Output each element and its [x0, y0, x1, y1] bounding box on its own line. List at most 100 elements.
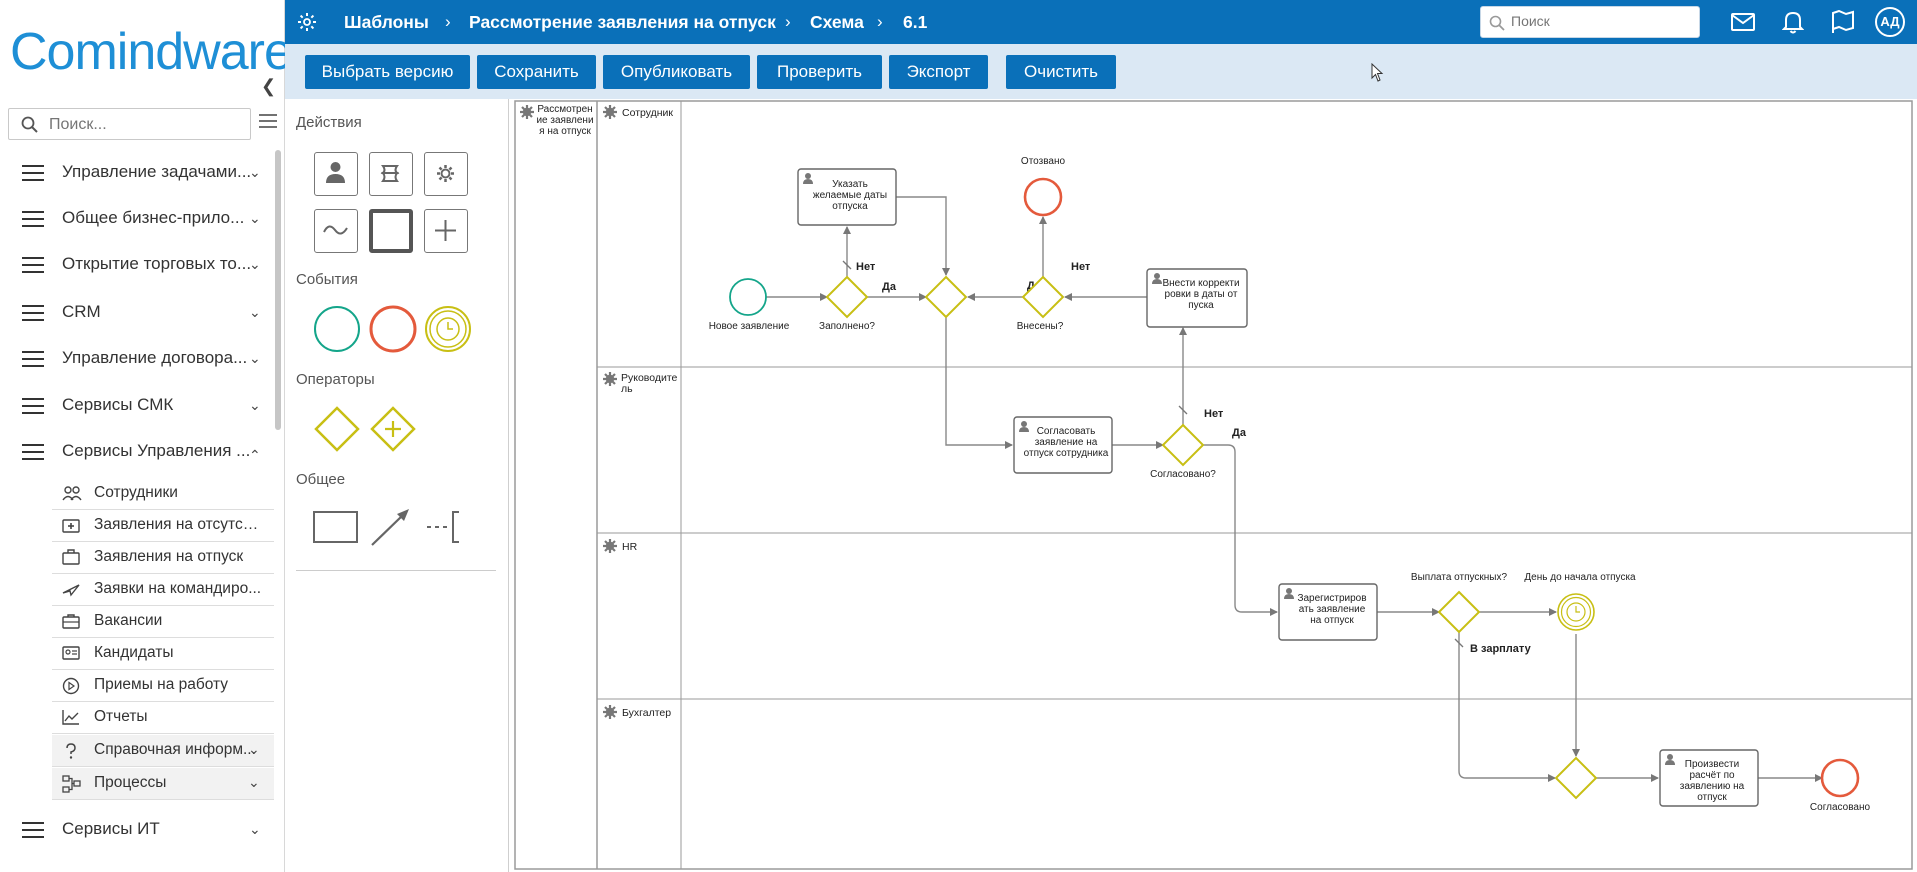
- submenu-item-absence[interactable]: Заявления на отсутств...: [52, 510, 274, 542]
- validate-button[interactable]: Проверить: [757, 55, 882, 89]
- palette-pool[interactable]: [312, 509, 360, 545]
- flow-task1-to-merge[interactable]: [896, 196, 950, 276]
- save-button[interactable]: Сохранить: [477, 55, 596, 89]
- menu-item-label: Управление задачами...: [62, 162, 252, 181]
- flow-to-salary[interactable]: [1458, 632, 1556, 782]
- chevron-down-icon: ⌄: [249, 256, 261, 272]
- palette-subprocess[interactable]: [424, 209, 468, 253]
- breadcrumb-templates[interactable]: Шаблоны: [344, 12, 429, 32]
- task-edit-dates[interactable]: Внести корректировки в даты отпуска: [1146, 268, 1248, 328]
- mail-icon[interactable]: [1731, 12, 1755, 37]
- gateway-join[interactable]: [1554, 756, 1598, 800]
- menu-icon: [22, 351, 44, 372]
- task-label: Указать желаемые даты отпуска: [812, 179, 888, 212]
- end-event-revoked[interactable]: Отозвано: [1021, 156, 1066, 217]
- palette-script-task[interactable]: [369, 152, 413, 196]
- menu-item-it-services[interactable]: Сервисы ИТ ⌄: [0, 807, 270, 853]
- gateway-entered[interactable]: Внесены?: [1017, 275, 1065, 332]
- palette-timer-event[interactable]: [422, 303, 474, 355]
- submenu-item-business-trips[interactable]: Заявки на командиро...: [52, 574, 274, 606]
- task-text-container: Внести корректировки в даты отпуска: [1162, 278, 1239, 311]
- users-icon: [62, 485, 82, 506]
- palette-connector[interactable]: [369, 505, 413, 549]
- palette-end-event[interactable]: [367, 303, 419, 355]
- task-calculate-payment[interactable]: Произвести расчёт по заявлению на отпуск: [1659, 749, 1759, 807]
- submenu-item-employees[interactable]: Сотрудники: [52, 478, 274, 510]
- clear-button[interactable]: Очистить: [1006, 55, 1116, 89]
- task-register-request[interactable]: Зарегистрировать заявление на отпуск: [1278, 583, 1378, 641]
- submenu-item-vacation[interactable]: Заявления на отпуск: [52, 542, 274, 574]
- gateway-merge[interactable]: [924, 275, 968, 319]
- flow-merge-to-approve[interactable]: [945, 317, 1013, 449]
- end-event-circle: [1820, 758, 1860, 798]
- sidebar-scrollbar[interactable]: [275, 150, 281, 430]
- lane-manager[interactable]: Руководитель: [603, 372, 679, 403]
- menu-item-crm[interactable]: CRM ⌄: [0, 290, 270, 336]
- gateway-label: Внесены?: [1017, 321, 1064, 332]
- submenu-item-label: Кандидаты: [94, 644, 174, 661]
- briefcase-icon: [62, 613, 80, 634]
- palette-service-task[interactable]: [424, 152, 468, 196]
- menu-item-contracts[interactable]: Управление договора... ⌄: [0, 336, 270, 382]
- menu-item-hr-services[interactable]: Сервисы Управления ... ⌃: [0, 429, 270, 475]
- submenu-item-processes[interactable]: Процессы ⌄: [52, 768, 274, 800]
- timer-event[interactable]: День до начала отпуска: [1524, 572, 1636, 631]
- submenu-item-label: Заявления на отпуск: [94, 548, 244, 565]
- menu-item-smk[interactable]: Сервисы СМК ⌄: [0, 383, 270, 429]
- palette-call-activity[interactable]: [369, 209, 413, 253]
- lane-hr[interactable]: HR: [603, 539, 638, 553]
- gear-icon[interactable]: [603, 705, 617, 719]
- user-icon: [1284, 588, 1294, 599]
- submenu-item-candidates[interactable]: Кандидаты: [52, 638, 274, 670]
- gear-icon[interactable]: [520, 105, 534, 119]
- global-search-input[interactable]: [1511, 13, 1691, 29]
- start-event[interactable]: Новое заявление: [709, 278, 790, 332]
- breadcrumb-process[interactable]: Рассмотрение заявления на отпуск: [469, 12, 776, 32]
- menu-item-trade-points[interactable]: Открытие торговых то... ⌄: [0, 242, 270, 288]
- gear-icon[interactable]: [603, 105, 617, 119]
- flow-approved-yes[interactable]: [1203, 444, 1278, 616]
- palette-parallel-gateway[interactable]: [367, 403, 419, 455]
- palette-annotation[interactable]: [425, 509, 469, 545]
- gear-icon[interactable]: [603, 372, 617, 386]
- submenu-item-hiring[interactable]: Приемы на работу: [52, 670, 274, 702]
- flow-label-no: Нет: [856, 261, 876, 273]
- submenu-item-vacancies[interactable]: Вакансии: [52, 606, 274, 638]
- gear-icon[interactable]: [297, 12, 317, 37]
- pool-header[interactable]: Рассмотрение заявления на отпуск: [520, 104, 594, 164]
- gateway-approved[interactable]: Согласовано?: [1150, 423, 1216, 480]
- avatar[interactable]: АД: [1875, 7, 1905, 37]
- palette-subprocess-wave[interactable]: [314, 209, 358, 253]
- submenu-item-reports[interactable]: Отчеты: [52, 702, 274, 734]
- end-event-approved[interactable]: Согласовано: [1810, 758, 1871, 813]
- breadcrumb-scheme[interactable]: Схема: [810, 12, 864, 32]
- flag-icon[interactable]: [1831, 9, 1855, 39]
- palette-user-task[interactable]: [314, 152, 358, 196]
- pool-frame: [514, 100, 1913, 870]
- gear-icon[interactable]: [603, 539, 617, 553]
- submenu-item-reference[interactable]: Справочная информ... ⌄: [52, 735, 274, 767]
- diagram-canvas[interactable]: Рассмотрение заявления на отпуск Сотрудн…: [510, 99, 1917, 872]
- publish-button[interactable]: Опубликовать: [603, 55, 750, 89]
- collapse-sidebar-icon[interactable]: ❮: [261, 76, 277, 96]
- gateway-payment[interactable]: Выплата отпускных?: [1411, 572, 1508, 634]
- sidebar-search-input[interactable]: [49, 115, 239, 135]
- submenu-item-label: Отчеты: [94, 708, 148, 725]
- export-button[interactable]: Экспорт: [889, 55, 988, 89]
- lane-accountant[interactable]: Бухгалтер: [603, 705, 671, 719]
- palette-exclusive-gateway[interactable]: [311, 403, 363, 455]
- end-event-circle: [1023, 177, 1063, 217]
- task-specify-dates[interactable]: Указать желаемые даты отпуска: [797, 168, 897, 226]
- task-approve-request[interactable]: Согласовать заявление на отпуск сотрудни…: [1013, 416, 1113, 474]
- select-version-button[interactable]: Выбрать версию: [305, 55, 470, 89]
- menu-icon: [22, 211, 44, 232]
- bell-icon[interactable]: [1781, 10, 1805, 39]
- menu-item-business-apps[interactable]: Общее бизнес-прило... ⌄: [0, 196, 270, 242]
- gateway-filled[interactable]: Заполнено?: [819, 275, 875, 332]
- lane-employee[interactable]: Сотрудник: [603, 105, 673, 119]
- list-menu-icon[interactable]: [259, 114, 277, 133]
- process-icon: [62, 775, 82, 798]
- palette-start-event[interactable]: [311, 303, 363, 355]
- menu-item-tasks[interactable]: Управление задачами... ⌄: [0, 150, 270, 196]
- submenu-item-label: Процессы: [94, 774, 167, 791]
